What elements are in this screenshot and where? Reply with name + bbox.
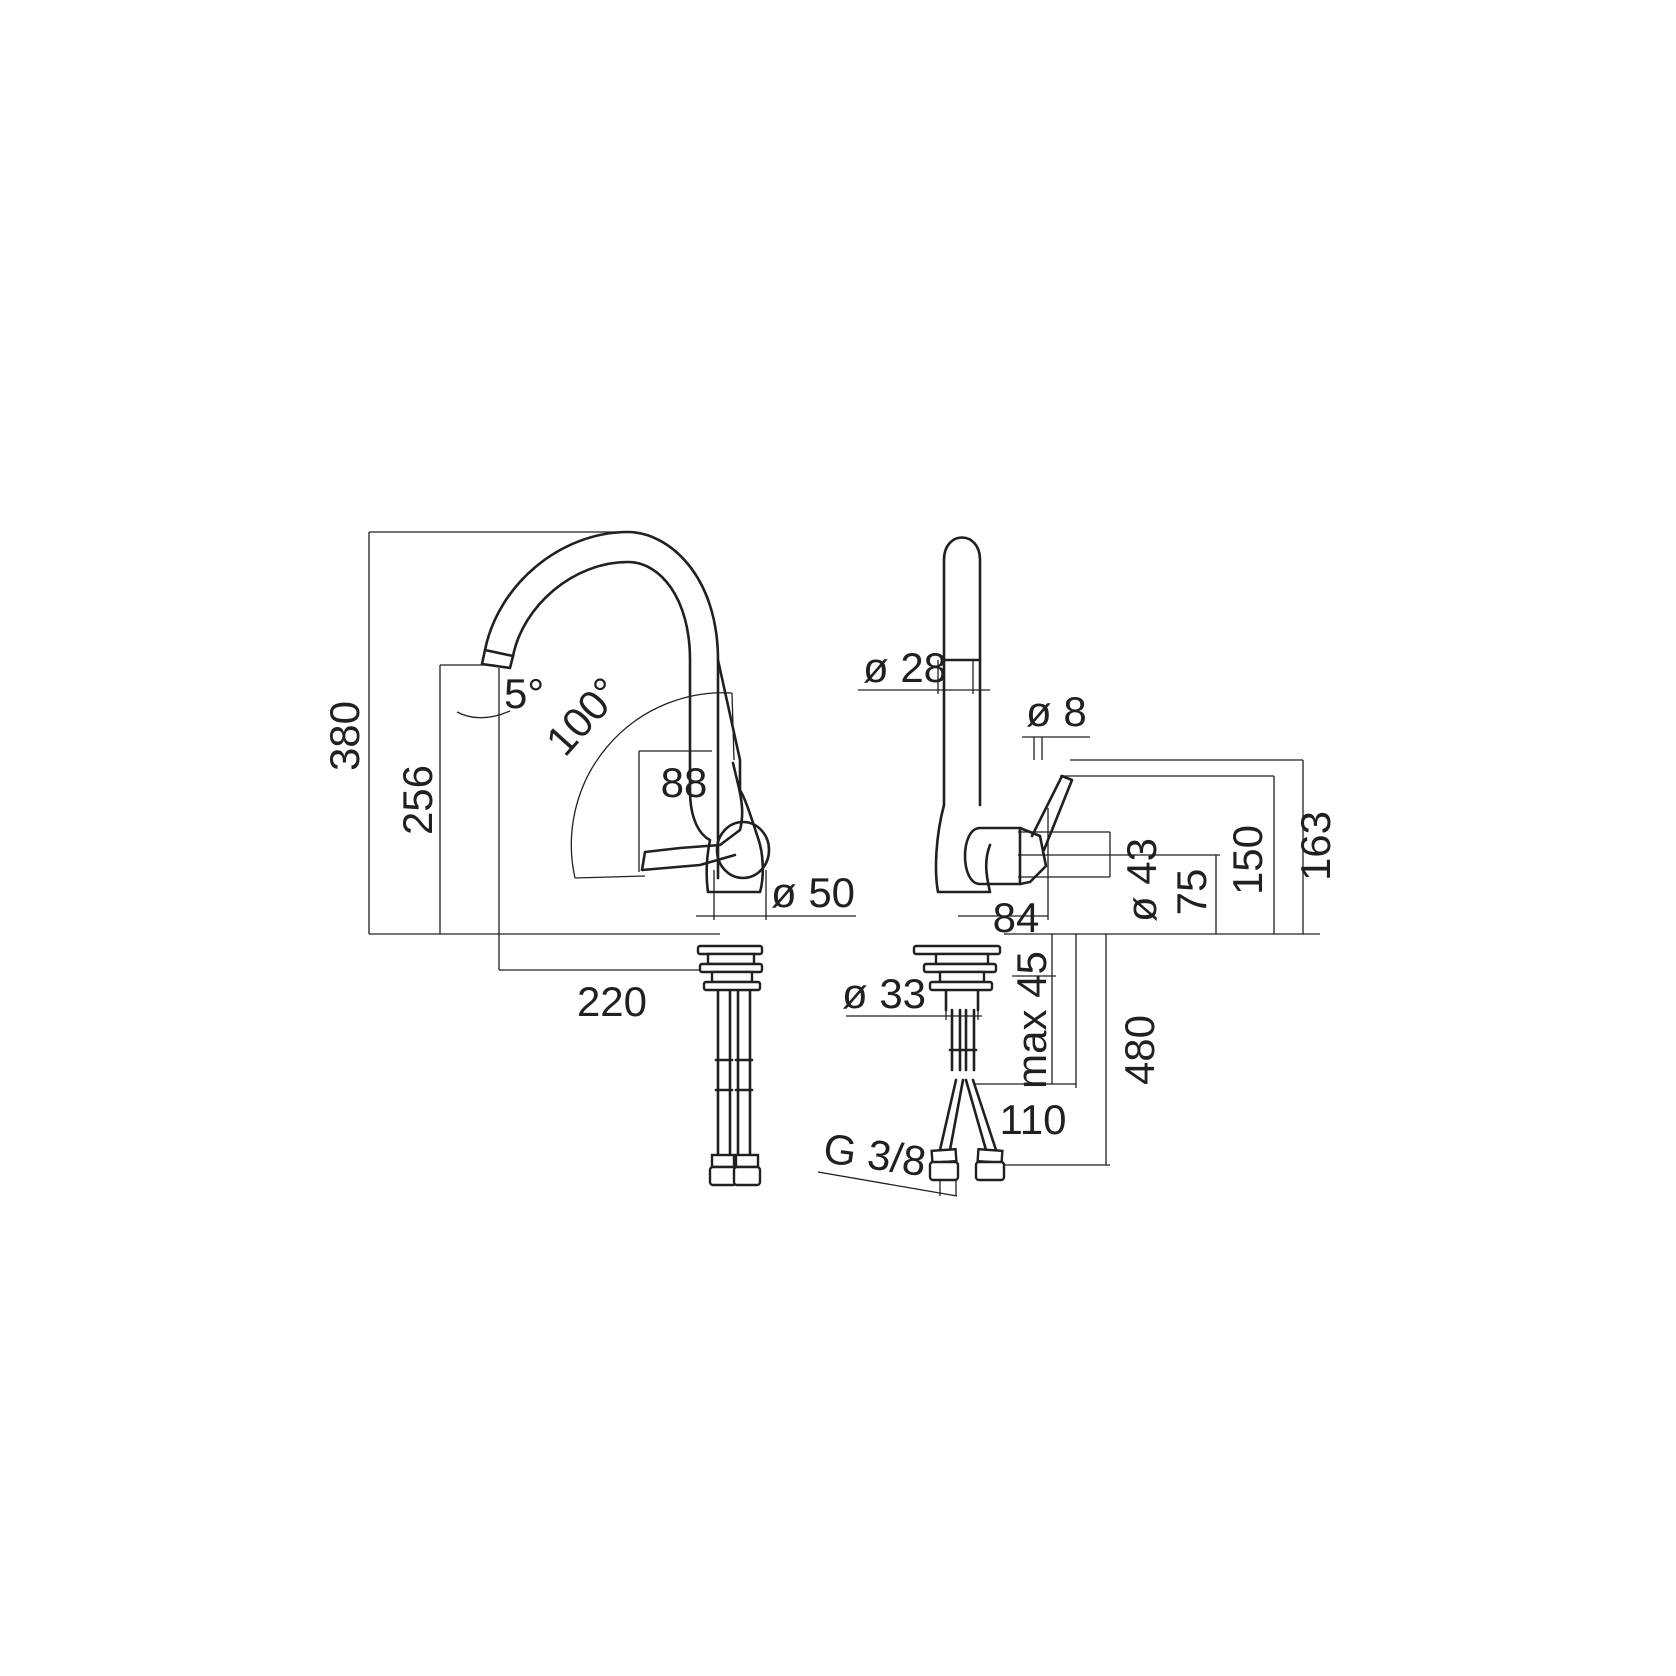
dim-height-spout-label: 256 (394, 765, 441, 835)
dim-thread-label: G 3/8 (821, 1124, 929, 1185)
dim-lever-diameter-label: ø 8 (1026, 688, 1087, 735)
dim-lever-height-label: 163 (1292, 811, 1339, 881)
front-faucet-outline (480, 530, 771, 1187)
dim-hub-height-label: 150 (1224, 825, 1271, 895)
dim-lever-length-label: 88 (661, 759, 708, 806)
dim-hose-length-label: 480 (1116, 1015, 1163, 1085)
front-view: 380 256 5° 100° 88 ø 50 220 (321, 530, 856, 1187)
dim-body-diameter-label: ø 50 (771, 869, 855, 916)
dim-rotation-lever-label: 100° (537, 668, 630, 764)
dim-rotation-spout-label: 5° (504, 670, 544, 717)
side-view: ø 28 ø 8 163 150 75 ø 43 84 max 45 ø 33 … (817, 536, 1339, 1197)
dim-reach-label: 220 (577, 978, 647, 1025)
dim-hub-diameter-label: ø 43 (1118, 838, 1165, 922)
dim-shank-diameter-label: ø 33 (842, 970, 926, 1017)
side-dimension-lines (817, 660, 1320, 1197)
dim-height-total-label: 380 (321, 701, 368, 771)
dim-hose-spread-label: 110 (1000, 1096, 1067, 1143)
side-faucet-outline (912, 536, 1074, 1182)
dim-spout-diameter-label: ø 28 (863, 644, 947, 691)
dim-lever-projection-label: 84 (993, 894, 1040, 941)
dim-hub-center-label: 75 (1168, 869, 1215, 916)
dim-max-deck-label: max 45 (1008, 951, 1055, 1089)
